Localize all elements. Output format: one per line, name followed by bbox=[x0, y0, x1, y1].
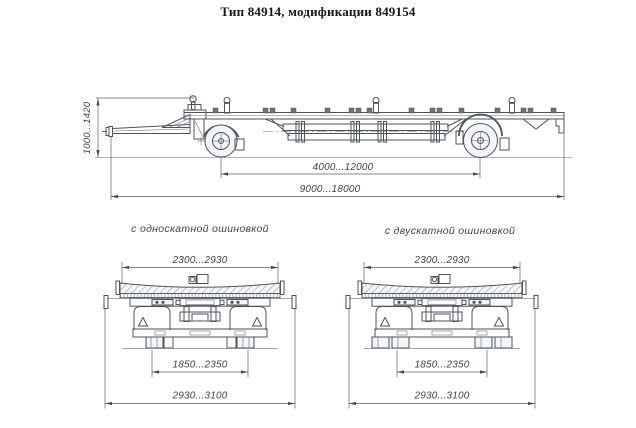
label-single-tires: с односкатной ошиновкой bbox=[131, 223, 269, 235]
reflector-triangle-icon bbox=[379, 316, 391, 327]
suspension bbox=[421, 306, 463, 322]
label-dual-tires: с двускатной ошиновкой bbox=[385, 225, 515, 237]
dim-platform-width-single: 2300...2930 bbox=[171, 255, 227, 266]
dim-track-dual: 1850...2350 bbox=[414, 360, 469, 371]
tail-lamps bbox=[393, 299, 491, 306]
fender bbox=[471, 306, 509, 330]
axle-beam bbox=[132, 328, 268, 338]
front-wheel bbox=[197, 124, 245, 158]
axle-beam bbox=[374, 328, 510, 338]
drawbar bbox=[102, 113, 191, 137]
side-view: 1000...1420 4000...12000 9000...18000 bbox=[82, 95, 572, 200]
license-plate bbox=[175, 298, 225, 307]
reflector-triangle-icon bbox=[493, 316, 505, 327]
stake-pockets bbox=[212, 107, 557, 114]
dim-overall-width-single: 2930...3100 bbox=[171, 391, 227, 402]
side-view-dimensions: 1000...1420 4000...12000 9000...18000 bbox=[82, 97, 565, 200]
front-bolster bbox=[183, 95, 207, 140]
dim-frame-height: 1000...1420 bbox=[82, 101, 93, 154]
rear-view-single: 2300...2930 bbox=[103, 255, 297, 409]
reflector-triangle-icon bbox=[251, 316, 263, 327]
coupling-hook-icon bbox=[189, 95, 197, 103]
marker-bar bbox=[533, 295, 539, 309]
reach-tubes bbox=[263, 118, 467, 143]
dim-platform-width-dual: 2300...2930 bbox=[413, 255, 469, 266]
license-plate bbox=[417, 298, 467, 307]
suspension bbox=[179, 306, 221, 322]
marker-bar bbox=[291, 295, 297, 309]
dim-wheelbase: 4000...12000 bbox=[313, 162, 374, 173]
rear-wheel bbox=[455, 113, 510, 158]
fender bbox=[375, 306, 413, 330]
rope-posts bbox=[223, 97, 516, 114]
marker-bar bbox=[103, 295, 109, 309]
rear-overhang bbox=[522, 118, 565, 134]
wheels-dual bbox=[371, 336, 513, 349]
winch-icon bbox=[188, 274, 209, 284]
reflector-triangle-icon bbox=[137, 316, 149, 327]
wheels-single bbox=[145, 336, 255, 349]
tail-lamps bbox=[151, 299, 249, 306]
fender bbox=[133, 306, 171, 330]
fender bbox=[229, 306, 267, 330]
marker-bar bbox=[345, 295, 351, 309]
rear-view-dual: 2300...2930 bbox=[345, 255, 539, 409]
drawing-title: Тип 84914, модификации 849154 bbox=[220, 4, 416, 19]
dim-overall-length: 9000...18000 bbox=[300, 184, 361, 195]
dim-track-single: 1850...2350 bbox=[172, 360, 227, 371]
log-bunk bbox=[361, 282, 523, 294]
dim-overall-width-dual: 2930...3100 bbox=[413, 391, 469, 402]
winch-icon bbox=[430, 274, 451, 284]
log-bunk bbox=[119, 282, 281, 294]
